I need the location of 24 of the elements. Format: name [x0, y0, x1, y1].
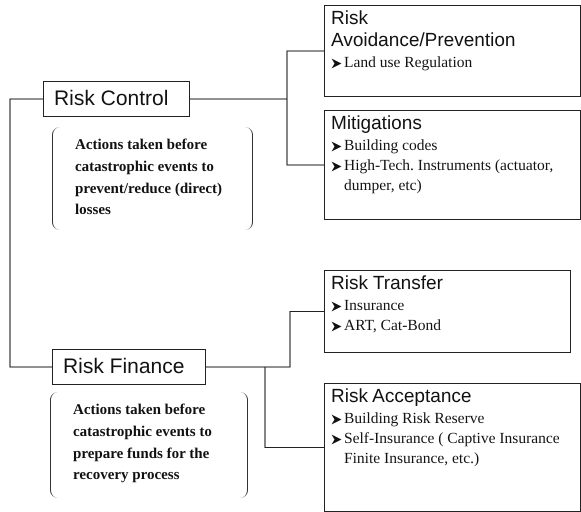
strategy-box [324, 383, 581, 512]
bullet-item: Insurance [344, 296, 404, 316]
category-box [52, 349, 206, 385]
strategy-box [324, 110, 581, 220]
category-title: Risk Finance [63, 355, 186, 379]
strategy-box [324, 5, 581, 97]
box-heading: Mitigations [331, 113, 423, 135]
connector-line [9, 98, 52, 368]
connector-line [190, 98, 324, 166]
bullet-item: High-Tech. Instruments (actuator, dumper, etc) [344, 156, 554, 195]
strategy-box [324, 270, 571, 353]
box-heading: Risk Acceptance [331, 386, 472, 408]
bullet-item: ART, Cat-Bond [344, 316, 441, 336]
box-heading: Risk Transfer [331, 273, 444, 295]
bullet-item: Self-Insurance ( Captive Insurance Finite Insurance, etc.) [344, 429, 561, 468]
connector-line [206, 366, 324, 448]
category-title: Risk Control [54, 87, 170, 111]
box-heading: Risk Avoidance/Prevention [331, 8, 516, 52]
category-box [43, 81, 190, 117]
bracketed-note: Actions taken before catastrophic events to prevent/reduce (direct) losses [52, 127, 253, 230]
bullet-item: Building Risk Reserve [344, 408, 484, 428]
bracketed-note: Actions taken before catastrophic events to prepare funds for the recovery process [50, 392, 248, 498]
bullet-item: Land use Regulation [344, 52, 472, 72]
bullet-item: Building codes [344, 136, 438, 156]
